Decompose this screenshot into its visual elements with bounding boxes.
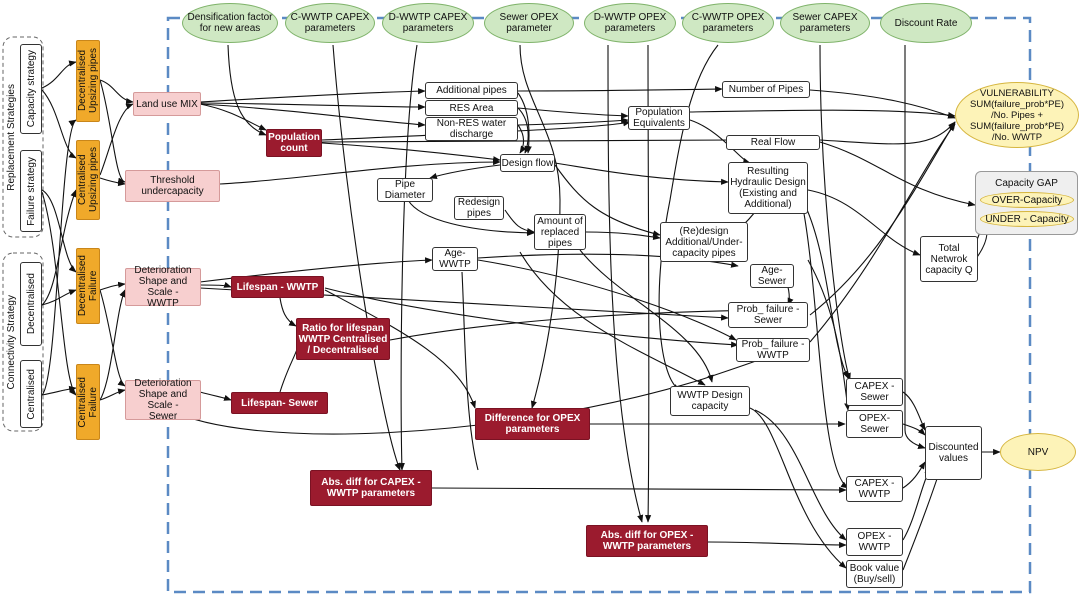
wwtp-design-capacity-node: WWTP Design capacity	[670, 386, 750, 416]
lifespan-sewer-node: Lifespan- Sewer	[231, 392, 328, 414]
sewer-capex-param: Sewer CAPEX parameters	[780, 3, 870, 43]
c-wwtp-capex-param: C-WWTP CAPEX parameters	[285, 3, 375, 43]
connectivity-strategy-label: Connectivity Strategy	[5, 294, 17, 390]
resulting-hydraulic-design-node: Resulting Hydraulic Design (Existing and…	[728, 162, 808, 214]
res-area-node: RES Area	[425, 100, 518, 116]
failure-strategy-node: Failure strategy	[20, 150, 42, 232]
abs-diff-capex-node: Abs. diff for CAPEX - WWTP parameters	[310, 470, 432, 506]
amount-replaced-node: Amount of replaced pipes	[534, 214, 586, 250]
opex-wwtp-node: OPEX - WWTP	[846, 528, 903, 556]
decentralised-upsizing-node: Decentralised Upsizing pipes	[76, 40, 100, 122]
population-count-node: Population count	[266, 129, 322, 157]
replacement-strategies-label: Replacement Strategies	[5, 83, 17, 191]
c-wwtp-opex-param: C-WWTP OPEX parameters	[682, 3, 774, 43]
centralised-upsizing-node: Centralised Upsizing pipes	[76, 140, 100, 220]
densification-param: Densification factor for new areas	[182, 3, 278, 43]
diff-opex-node: Difference for OPEX parameters	[475, 408, 590, 440]
additional-pipes-node: Additional pipes	[425, 82, 518, 99]
decentralised-strategy-node: Decentralised	[20, 262, 42, 346]
centralised-strategy-node: Centralised	[20, 360, 42, 428]
centralised-failure-node: Centralised Failure	[76, 364, 100, 440]
prob-failure-wwtp-node: Prob_ failure - WWTP	[736, 338, 810, 362]
opex-sewer-node: OPEX- Sewer	[846, 410, 903, 438]
decentralised-failure-node: Decentralised Failure	[76, 248, 100, 324]
discounted-values-node: Discounted values	[925, 426, 982, 480]
population-equivalents-node: Population Equivalents	[628, 106, 690, 130]
over-capacity-output: OVER-Capacity	[980, 192, 1074, 208]
connectivity-group-frame	[2, 252, 44, 432]
connectors	[41, 44, 1001, 571]
redesign-additional-node: (Re)design Additional/Under- capacity pi…	[660, 222, 748, 262]
prob-failure-sewer-node: Prob_ failure - Sewer	[728, 302, 808, 328]
vulnerability-output: VULNERABILITY SUM(failure_prob*PE) /No. …	[955, 82, 1079, 148]
discount-rate-param: Discount Rate	[880, 3, 972, 43]
pipe-diameter-node: Pipe Diameter	[377, 178, 433, 202]
age-sewer-node: Age- Sewer	[750, 264, 794, 288]
under-capacity-output: UNDER - Capacity	[980, 211, 1074, 227]
non-res-discharge-node: Non-RES water discharge	[425, 117, 518, 141]
land-use-node: Land use MIX	[133, 92, 201, 116]
abs-diff-opex-node: Abs. diff for OPEX - WWTP parameters	[586, 525, 708, 557]
design-flow-node: Design flow	[500, 154, 555, 172]
sewer-opex-param: Sewer OPEX parameter	[484, 3, 574, 43]
book-value-node: Book value (Buy/sell)	[846, 560, 903, 588]
npv-output: NPV	[1000, 433, 1076, 471]
number-of-pipes-node: Number of Pipes	[722, 81, 810, 98]
deterioration-wwtp-node: Deterioration Shape and Scale - WWTP	[125, 265, 201, 309]
d-wwtp-capex-param: D-WWTP CAPEX parameters	[382, 3, 474, 43]
deterioration-sewer-node: Deterioration Shape and Scale - Sewer	[125, 378, 201, 422]
age-wwtp-node: Age- WWTP	[432, 247, 478, 271]
capacity-strategy-node: Capacity strategy	[20, 44, 42, 134]
real-flow-node: Real Flow	[726, 135, 820, 150]
total-network-capacity-node: Total Netwrok capacity Q	[920, 236, 978, 282]
redesign-pipes-node: Redesign pipes	[454, 196, 504, 220]
replacement-group-frame	[2, 36, 44, 238]
capex-wwtp-node: CAPEX - WWTP	[846, 476, 903, 502]
threshold-node: Threshold undercapacity	[125, 170, 220, 202]
capex-sewer-node: CAPEX - Sewer	[846, 378, 903, 406]
d-wwtp-opex-param: D-WWTP OPEX parameters	[584, 3, 676, 43]
lifespan-wwtp-node: Lifespan - WWTP	[231, 276, 324, 298]
ratio-lifespan-node: Ratio for lifespan WWTP Centralised / De…	[296, 318, 390, 360]
